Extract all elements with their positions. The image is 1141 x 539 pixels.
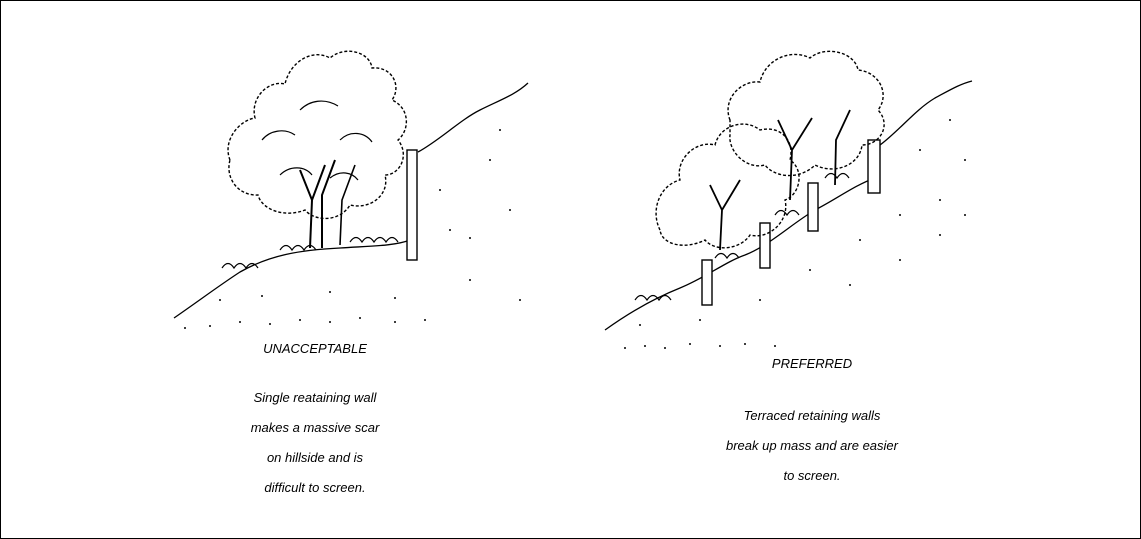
left-caption-line: makes a massive scar — [195, 420, 435, 435]
left-panel-title: UNACCEPTABLE — [195, 341, 435, 356]
right-caption-line: to screen. — [672, 468, 952, 483]
right-caption-line: break up mass and are easier — [672, 438, 952, 453]
right-panel-title: PREFERRED — [692, 356, 932, 371]
tree-left — [228, 51, 406, 248]
right-panel-caption: Terraced retaining walls break up mass a… — [672, 393, 952, 498]
terraced-walls-scene — [605, 51, 972, 349]
soil-dots-right — [624, 119, 966, 349]
left-panel-caption: Single reataining wall makes a massive s… — [195, 375, 435, 510]
left-caption-line: Single reataining wall — [195, 390, 435, 405]
tree-right-front — [656, 124, 799, 250]
terrace-wall-2 — [760, 223, 770, 268]
terrace-wall-3 — [808, 183, 818, 231]
hillside-slope-left — [174, 240, 410, 318]
upper-slope-left — [418, 83, 528, 152]
left-caption-line: difficult to screen. — [195, 480, 435, 495]
upper-slope-right — [880, 81, 972, 145]
terrace-wall-4 — [868, 140, 880, 193]
hillside-slope-right — [605, 178, 875, 330]
soil-dots-left — [184, 129, 521, 329]
single-wall-scene — [174, 51, 528, 329]
left-caption-line: on hillside and is — [195, 450, 435, 465]
right-caption-line: Terraced retaining walls — [672, 408, 952, 423]
retaining-wall-left — [407, 150, 417, 260]
terrace-wall-1 — [702, 260, 712, 305]
